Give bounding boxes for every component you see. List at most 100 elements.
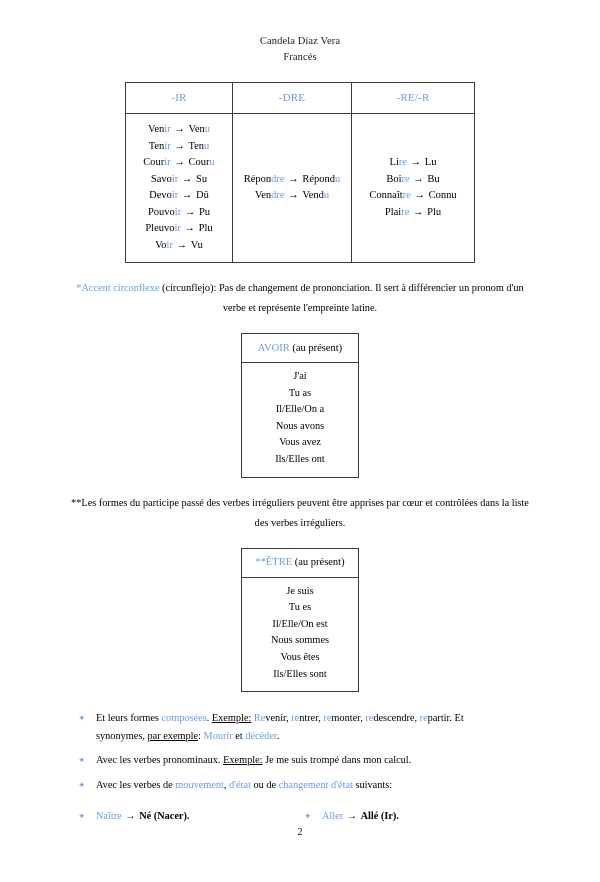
participle-ending: u (204, 140, 210, 152)
b1-l2-part2: : (198, 730, 204, 742)
bullet-marker-icon: ✦ (304, 811, 312, 822)
verb-conversion-row: Lire → Lu (354, 155, 472, 172)
verb-infinitive-ending: dre (271, 173, 285, 185)
verb-infinitive-stem: Pleuvo (145, 223, 175, 234)
participle-stem: Vu (190, 239, 203, 251)
participle-stem: Lu (424, 157, 437, 168)
verb-infinitive-ending: re (398, 157, 408, 168)
b3-part1: Avec les verbes de (96, 779, 176, 791)
avoir-tense: (au présent) (289, 342, 343, 354)
verb-infinitive-ending: ir (164, 124, 171, 135)
participle-stem: Connu (428, 190, 457, 201)
participe-passe-line1: **Les formes du participe passé des verb… (71, 497, 529, 509)
composed-verb-prefix: re (365, 713, 374, 725)
verb-infinitive-ending: dre (271, 190, 285, 201)
bullet-item-pronominaux: ✦ Avec les verbes pronominaux. Exemple: … (74, 752, 526, 770)
usage-bullet-list: ✦ Et leurs formes composées. Exemple: Re… (74, 710, 526, 794)
arrow-icon: → (410, 206, 427, 218)
b1-l2-underlined: par exemple (147, 730, 199, 742)
accent-circonflexe-rest: (circunflejo): Pas de changement de pron… (159, 283, 524, 294)
arrow-icon: → (179, 190, 196, 201)
verb-infinitive-stem: Devo (149, 190, 172, 201)
bullet-text-mouvement: Avec les verbes de mouvement, d'état ou … (96, 777, 526, 795)
avoir-label: AVOIR (257, 342, 290, 354)
composed-verb-prefix: re (323, 713, 332, 725)
conjugation-form: Tu as (288, 387, 312, 399)
bullet-marker-icon: ✦ (78, 811, 86, 822)
b1-part1: Et leurs formes (96, 713, 162, 725)
bullet-item-composees: ✦ Et leurs formes composées. Exemple: Re… (74, 710, 526, 745)
column-header-re-r: -RE/-R (351, 82, 475, 114)
verb-infinitive-stem: Pouvo (147, 206, 175, 218)
verb-example-text: Naître → Né (Nacer). (96, 808, 300, 826)
list-separator: , (286, 713, 292, 725)
composed-verb-prefix: Re (253, 713, 266, 725)
arrow-icon: → (171, 140, 188, 152)
accent-circonflexe-line2: verbe et représente l'empreinte latine. (222, 303, 378, 314)
b1-l2-accent-deceder: décéder (245, 730, 277, 742)
verb-conversion-row: Connaître → Connu (354, 188, 472, 205)
verb-conversion-row: Vendre → Vendu (235, 188, 349, 205)
b1-l2-part3: et (232, 730, 246, 742)
verb-infinitive-stem: Savo (150, 173, 172, 185)
verb-conversion-row: Pouvoir → Pu (128, 205, 230, 222)
verb-infinitive-stem: Boi (386, 173, 402, 185)
conjugation-form: Nous avons (275, 420, 325, 432)
verb-infinitive-stem: Li (389, 157, 399, 168)
conjugation-form: Nous sommes (270, 635, 330, 647)
b3-accent-changement-detat: changement d'état (278, 779, 353, 791)
arrow-icon: → (171, 124, 188, 135)
participe-passe-line2: des verbes irréguliers. (254, 517, 346, 529)
verb-infinitive-ending: re (401, 206, 410, 218)
bullet-marker-icon: ✦ (78, 779, 86, 790)
b3-accent-mouvement: mouvement (175, 779, 224, 791)
arrow-icon: → (182, 206, 198, 218)
bullet-marker-icon: ✦ (78, 713, 86, 724)
b1-accent-composees: composées (161, 713, 207, 725)
verb-example-participle: Né (Nacer). (139, 811, 190, 823)
verb-infinitive-stem: Cour (143, 157, 165, 168)
list-separator: , (360, 713, 366, 725)
bullet-item-mouvement: ✦ Avec les verbes de mouvement, d'état o… (74, 777, 526, 795)
verb-conversion-row: Pleuvoir → Plu (128, 221, 230, 238)
etre-table-header-row: **ÊTRE (au présent) (241, 547, 359, 578)
document-page: Candela Díaz Vera Francés -IR -DRE -RE/-… (0, 34, 600, 882)
verb-example-item: ✦ Naître → Né (Nacer). (74, 808, 300, 826)
participle-ending: u (204, 124, 211, 135)
verb-examples-two-column: ✦ Naître → Né (Nacer).✦Aller → Allé (Ir). (74, 808, 526, 826)
etre-label: **ÊTRE (255, 557, 293, 569)
participle-stem: Dû (196, 190, 209, 201)
verb-conversion-row: Savoir → Su (128, 172, 230, 189)
arrow-icon: → (181, 223, 198, 234)
arrow-icon: → (408, 157, 424, 168)
author-name: Candela Díaz Vera (259, 36, 341, 47)
b2-part1: Avec les verbes pronominaux. (96, 755, 224, 767)
verb-conversion-row: Voir → Vu (128, 238, 230, 255)
verb-infinitive-ending: ir (166, 239, 173, 251)
b1-l2-part4: . (276, 730, 280, 742)
b1-underlined-exemple: Exemple: (211, 713, 252, 725)
verb-example-participle: Allé (Ir). (360, 811, 399, 823)
accent-circonflexe-term: *Accent circonflexe (76, 283, 160, 294)
conjugation-form: Je suis (286, 585, 314, 597)
verb-infinitive-ending: re (402, 190, 411, 201)
list-separator: , (318, 713, 324, 725)
verb-infinitive-stem: Vo (155, 239, 167, 251)
b3-part2: , (223, 779, 230, 791)
composed-verb-prefix: re (291, 713, 300, 725)
arrow-icon: → (122, 811, 139, 823)
verb-example-item: ✦Aller → Allé (Ir). (300, 808, 526, 826)
bullet-marker-icon: ✦ (78, 755, 86, 766)
participle-stem: Cour (188, 157, 210, 168)
conjugation-form: Ils/Elles ont (275, 453, 325, 465)
participle-stem: Vend (302, 190, 324, 201)
participle-stem: Plu (427, 206, 442, 218)
page-number: 2 (297, 827, 303, 838)
